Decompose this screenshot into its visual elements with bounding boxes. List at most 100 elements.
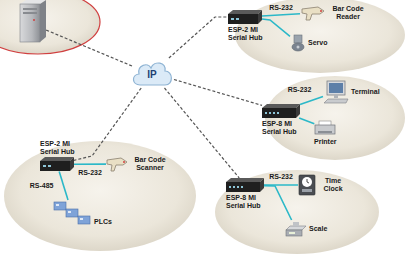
clock-icon [298,174,316,196]
device-label: Bar Code Scanner [130,156,170,171]
icon-part [78,216,90,224]
hub8-icon [262,104,300,118]
cable-label: RS-232 [269,4,293,12]
icon-part [229,186,231,188]
icon-part [299,175,315,195]
cable-label: RS-232 [269,173,293,181]
serial-cable [262,14,300,16]
icon-part [286,230,302,236]
icon-part [66,209,78,217]
icon-part [107,158,127,171]
serial-cable [59,171,68,200]
icon-part [294,35,302,43]
icon-part [302,7,324,20]
icon-part [293,222,299,226]
icon-part [80,218,83,220]
serial-cable [262,19,290,36]
icon-part [324,99,348,103]
icon-part [290,34,306,52]
hub2-icon [228,10,262,24]
icon-part [123,161,125,163]
icon-part [40,161,70,171]
icon-part [307,182,309,183]
icon-part [302,177,312,187]
icon-part [296,104,300,118]
server-bay [23,8,37,10]
icon-part [292,43,304,51]
device: PLCs [52,200,112,226]
icon-part [70,157,74,171]
icon-part [298,174,316,196]
network-link [74,88,141,160]
device: Servo [290,34,327,52]
icon-part [106,156,128,172]
icon-part [40,157,74,171]
network-link [174,80,262,106]
network-link [169,17,228,58]
reader-icon [300,5,326,21]
icon-part [302,189,312,192]
serial-cable [299,118,314,124]
device: Terminal [323,80,380,104]
scale-icon [285,220,307,238]
servo-icon [290,34,306,52]
device-label: Time Clock [318,177,348,192]
icon-part [226,178,264,192]
cable-label: RS-485 [30,182,54,190]
icon-part [260,178,264,192]
device-label: ESP-2 MI Serial Hub [228,26,274,41]
icon-part [277,112,279,114]
serial-cable [300,97,323,105]
icon-part [315,125,335,134]
icon-part [241,186,243,188]
icon-part [258,10,262,24]
icon-part [48,165,51,167]
icon-part [228,10,262,14]
device-label: Bar Code Reader [328,5,368,20]
hub8-icon [226,178,264,192]
cloud-label: IP [147,66,156,80]
device-label: PLCs [94,218,112,226]
icon-part [226,182,260,192]
icon-part [52,200,92,226]
device-label: ESP-2 MI Serial Hub [40,140,86,155]
device: Time Clock [298,174,348,196]
device-label: Terminal [351,88,380,96]
serial-cable [264,186,292,220]
icon-part [236,18,239,20]
serial-hub: ESP-8 MI Serial Hub [226,178,272,209]
network-link [165,88,240,178]
device-label: Printer [314,138,337,146]
icon-part [40,157,74,161]
serial-cable [74,163,106,165]
device: Bar Code Reader [300,5,368,21]
platform [4,141,196,251]
icon-part [300,5,326,21]
device-label: Servo [308,39,327,47]
server-front [20,4,40,42]
plc-icon [52,200,92,226]
icon-part [228,10,262,24]
term-icon [323,80,349,104]
icon-part [327,81,345,95]
device-label: Scale [309,225,327,233]
network-cloud: IP [130,58,174,88]
scanner-icon [106,156,128,172]
icon-part [329,83,343,93]
serial-hub: ESP-8 MI Serial Hub [262,104,308,135]
icon-part [323,80,349,104]
icon-part [43,165,46,167]
icon-part [314,120,336,136]
serial-hub: ESP-2 MI Serial Hub [228,10,274,41]
printer-icon [314,120,336,136]
icon-part [297,46,300,49]
network-link [46,30,132,66]
cable-label: RS-232 [288,87,312,95]
device-label: ESP-8 MI Serial Hub [262,120,308,135]
icon-part [262,104,300,108]
icon-part [226,178,264,182]
icon-part [262,108,296,118]
icon-part [262,104,300,118]
